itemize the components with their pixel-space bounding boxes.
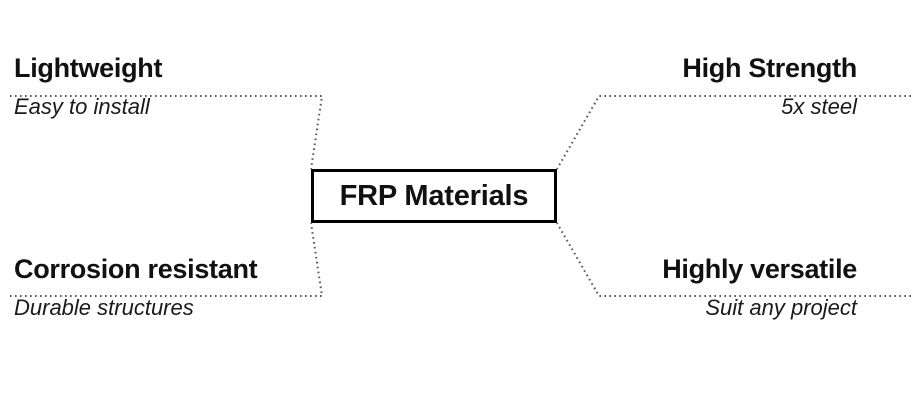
branch-top-left: Lightweight Easy to install [14, 53, 359, 120]
branch-top-right-subtext: 5x steel [781, 94, 857, 119]
branch-bottom-left-rule-spacer [14, 284, 359, 295]
branch-top-right-heading: High Strength [682, 53, 857, 83]
branch-bottom-right: Highly versatile Suit any project [512, 254, 857, 321]
center-node: FRP Materials [311, 169, 557, 223]
branch-top-left-heading: Lightweight [14, 53, 163, 83]
branch-bottom-right-rule-spacer [512, 284, 857, 295]
branch-bottom-left: Corrosion resistant Durable structures [14, 254, 359, 321]
branch-top-right: High Strength 5x steel [512, 53, 857, 120]
branch-top-right-rule-spacer [512, 83, 857, 94]
branch-top-left-subtext: Easy to install [14, 94, 150, 119]
branch-bottom-left-heading: Corrosion resistant [14, 254, 258, 284]
branch-top-left-rule-spacer [14, 83, 359, 94]
branch-bottom-left-subtext: Durable structures [14, 295, 194, 320]
branch-bottom-right-subtext: Suit any project [705, 295, 857, 320]
center-node-label: FRP Materials [339, 179, 529, 212]
branch-bottom-right-heading: Highly versatile [662, 254, 857, 284]
